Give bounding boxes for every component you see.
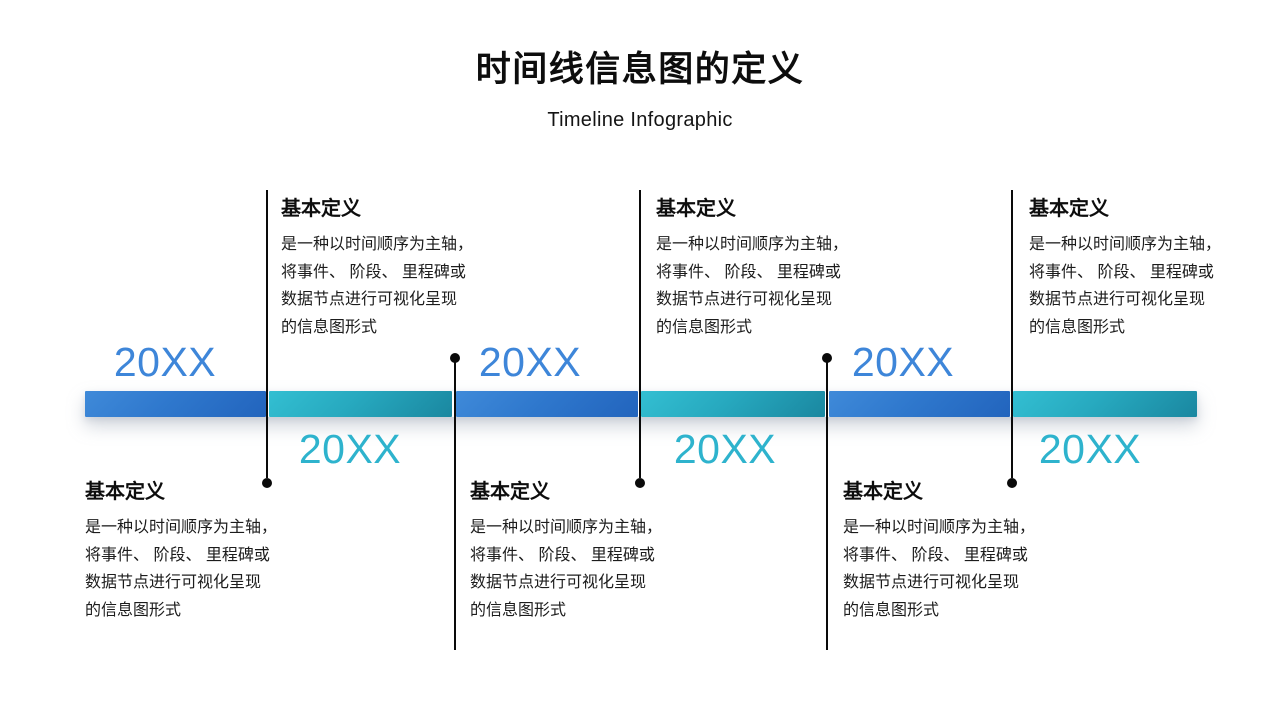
event-block-3: 基本定义 是一种以时间顺序为主轴， 将事件、 阶段、 里程碑或 数据节点进行可视… xyxy=(470,481,682,624)
page-subtitle: Timeline Infographic xyxy=(547,109,733,131)
connector-dot-4 xyxy=(822,353,832,363)
event-block-4: 基本定义 是一种以时间顺序为主轴， 将事件、 阶段、 里程碑或 数据节点进行可视… xyxy=(656,198,868,341)
year-label-1: 20XX xyxy=(113,339,217,385)
event-block-2: 基本定义 是一种以时间顺序为主轴， 将事件、 阶段、 里程碑或 数据节点进行可视… xyxy=(281,198,493,341)
event-heading: 基本定义 xyxy=(1029,198,1109,220)
year-label-6: 20XX xyxy=(1038,426,1142,472)
connector-dot-5 xyxy=(1007,478,1017,488)
event-description: 是一种以时间顺序为主轴， 将事件、 阶段、 里程碑或 数据节点进行可视化呈现 的… xyxy=(85,519,278,619)
event-block-1: 基本定义 是一种以时间顺序为主轴， 将事件、 阶段、 里程碑或 数据节点进行可视… xyxy=(85,481,297,624)
timeline-segment-5 xyxy=(829,391,1010,417)
connector-dot-1 xyxy=(262,478,272,488)
timeline-segment-1 xyxy=(85,391,266,417)
event-heading: 基本定义 xyxy=(656,198,736,220)
event-heading: 基本定义 xyxy=(281,198,361,220)
connector-line-2 xyxy=(454,360,456,650)
event-heading: 基本定义 xyxy=(85,481,165,503)
connector-line-4 xyxy=(826,360,828,650)
event-description: 是一种以时间顺序为主轴， 将事件、 阶段、 里程碑或 数据节点进行可视化呈现 的… xyxy=(281,236,474,336)
connector-dot-2 xyxy=(450,353,460,363)
connector-dot-3 xyxy=(635,478,645,488)
event-heading: 基本定义 xyxy=(843,481,923,503)
year-label-4: 20XX xyxy=(673,426,777,472)
event-block-5: 基本定义 是一种以时间顺序为主轴， 将事件、 阶段、 里程碑或 数据节点进行可视… xyxy=(843,481,1055,624)
year-label-2: 20XX xyxy=(298,426,402,472)
year-label-5: 20XX xyxy=(851,339,955,385)
timeline-segment-4 xyxy=(641,391,825,417)
event-description: 是一种以时间顺序为主轴， 将事件、 阶段、 里程碑或 数据节点进行可视化呈现 的… xyxy=(843,519,1036,619)
year-label-3: 20XX xyxy=(478,339,582,385)
event-heading: 基本定义 xyxy=(470,481,550,503)
timeline-segment-3 xyxy=(456,391,638,417)
event-description: 是一种以时间顺序为主轴， 将事件、 阶段、 里程碑或 数据节点进行可视化呈现 的… xyxy=(470,519,663,619)
connector-line-3 xyxy=(639,190,641,478)
timeline-segment-6 xyxy=(1013,391,1197,417)
connector-line-5 xyxy=(1011,190,1013,478)
page-title: 时间线信息图的定义 xyxy=(475,50,805,89)
event-description: 是一种以时间顺序为主轴， 将事件、 阶段、 里程碑或 数据节点进行可视化呈现 的… xyxy=(1029,236,1222,336)
timeline-segment-2 xyxy=(269,391,452,417)
event-block-6: 基本定义 是一种以时间顺序为主轴， 将事件、 阶段、 里程碑或 数据节点进行可视… xyxy=(1029,198,1241,341)
event-description: 是一种以时间顺序为主轴， 将事件、 阶段、 里程碑或 数据节点进行可视化呈现 的… xyxy=(656,236,849,336)
connector-line-1 xyxy=(266,190,268,478)
